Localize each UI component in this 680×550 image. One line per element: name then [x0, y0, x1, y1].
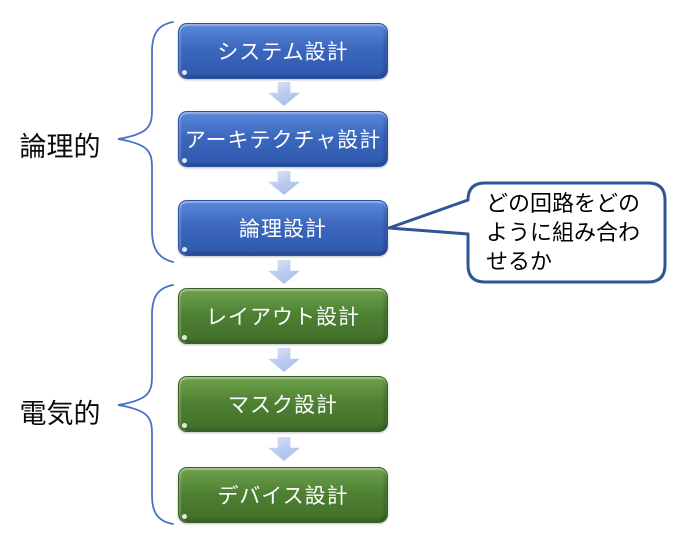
- electrical-brace: [117, 284, 174, 525]
- flow-step-device-design: デバイス設計: [178, 467, 388, 523]
- flow-step-system-design: システム設計: [178, 23, 388, 79]
- flow-step-label: マスク設計: [228, 393, 338, 417]
- flow-step-label: アーキテクチャ設計: [184, 128, 382, 152]
- flow-step-architecture-design: アーキテクチャ設計: [178, 111, 388, 167]
- flow-step-layout-design: レイアウト設計: [178, 288, 388, 344]
- group-label-logical: 論理的: [19, 132, 101, 163]
- callout-text: どの回路をどのように組み合わせるか: [486, 192, 641, 275]
- group-label-electrical: 電気的: [19, 399, 101, 430]
- flow-step-label: レイアウト設計: [206, 305, 360, 329]
- flow-step-mask-design: マスク設計: [178, 376, 388, 432]
- logical-brace: [117, 21, 174, 263]
- flow-step-label: 論理設計: [239, 217, 327, 241]
- flow-step-label: デバイス設計: [217, 484, 349, 508]
- flow-step-label: システム設計: [217, 40, 349, 64]
- callout-bubble-shape: [387, 181, 667, 284]
- flow-step-logic-design: 論理設計: [178, 200, 388, 256]
